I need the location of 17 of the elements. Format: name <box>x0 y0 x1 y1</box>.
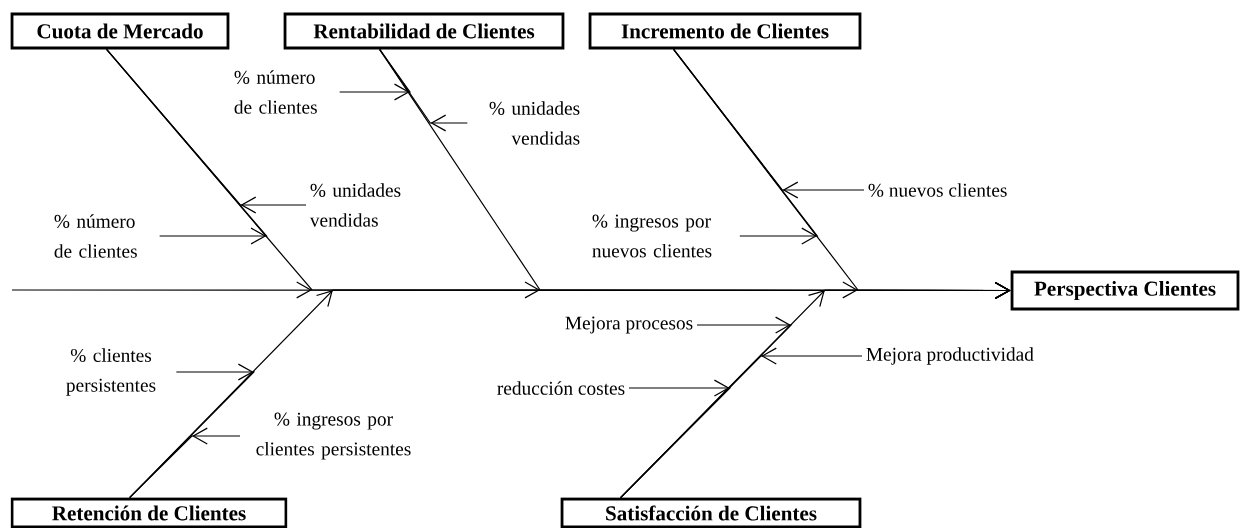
cause-box: Retención de Clientes <box>10 497 288 528</box>
effect-box: Perspectiva Clientes <box>1010 270 1240 311</box>
cause-label: % nuevos clientes <box>868 183 1007 197</box>
cause-box: Incremento de Clientes <box>588 12 862 50</box>
cause-box: Cuota de Mercado <box>10 12 230 50</box>
cause-box: Rentabilidad de Clientes <box>283 12 565 50</box>
cause-label: % número de clientes <box>234 70 317 114</box>
cause-label: % unidades vendidas <box>309 183 401 227</box>
cause-label: % ingresos por clientes persistentes <box>256 412 411 460</box>
cause-label: % clientes persistentes <box>66 348 156 396</box>
cause-label: % unidades vendidas <box>489 101 580 145</box>
cause-label: reducción costes <box>497 381 625 395</box>
cause-box: Satisfacción de Clientes <box>560 497 862 528</box>
cause-label: Mejora procesos <box>565 316 693 334</box>
cause-label: Mejora productividad <box>866 347 1034 365</box>
cause-label: % número de clientes <box>54 214 137 258</box>
cause-label: % ingresos por nuevos clientes <box>592 214 712 258</box>
